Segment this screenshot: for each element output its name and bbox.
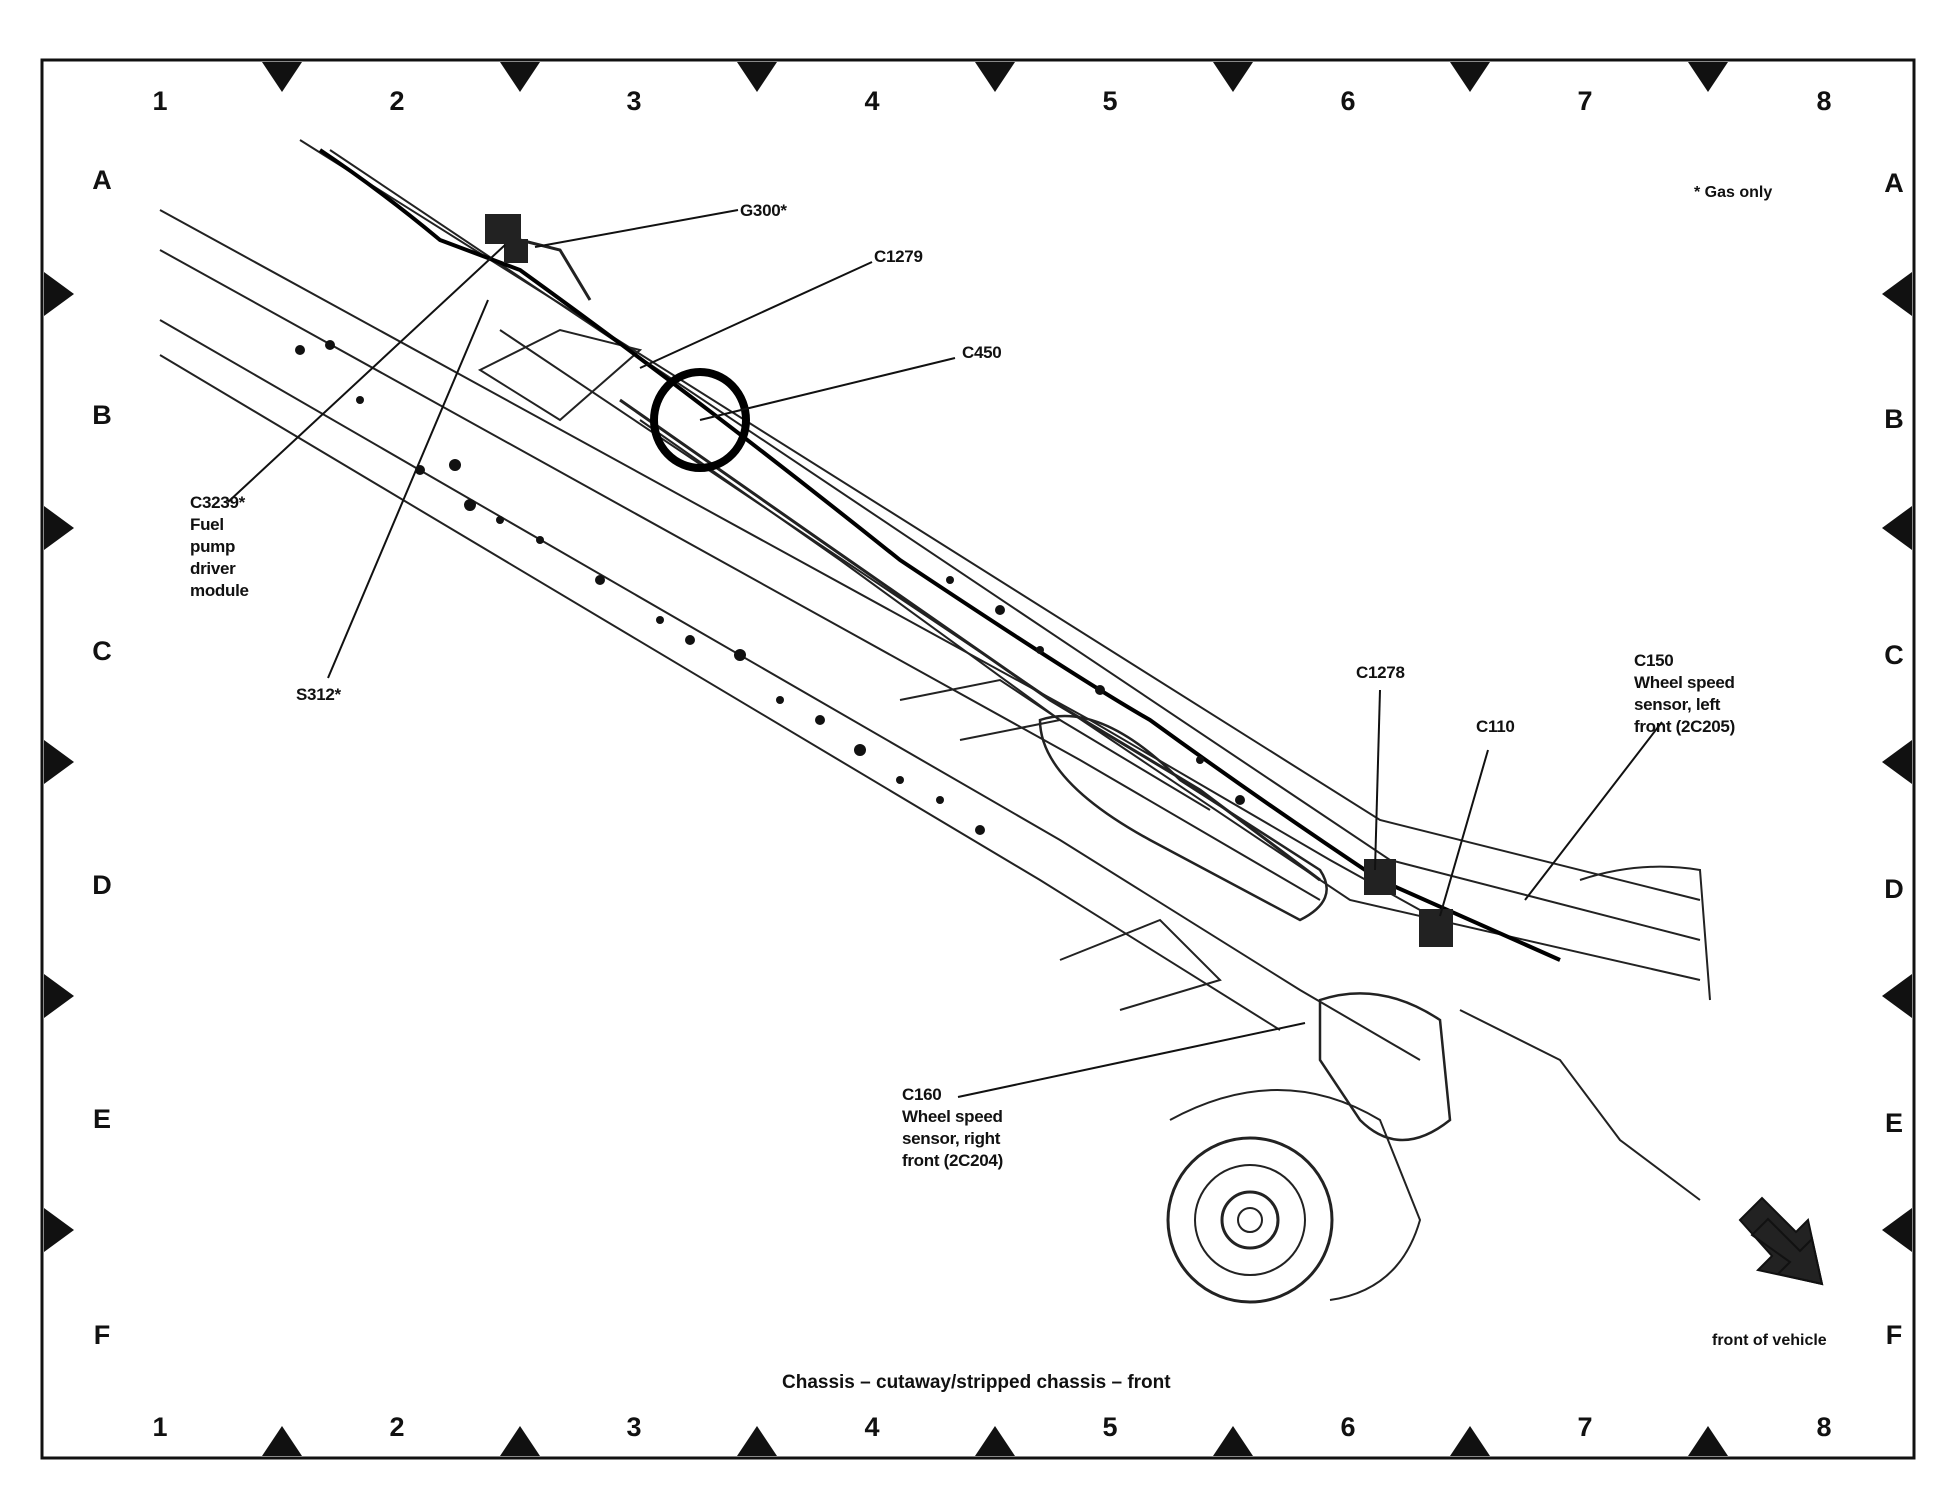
callout-c450: C450 <box>962 342 1002 364</box>
callout-c110-line: C110 <box>1476 717 1515 736</box>
column-label-top-6: 6 <box>1340 86 1356 116</box>
column-label-bottom-4: 4 <box>864 1412 880 1442</box>
leader-c450 <box>699 357 956 421</box>
bottom-grid-markers <box>262 1426 1728 1456</box>
column-label-top-3: 3 <box>626 86 642 116</box>
row-label-left-c: C <box>92 636 112 666</box>
callout-c150-line-4: front (2C205) <box>1634 717 1735 736</box>
column-label-bottom-1: 1 <box>152 1412 168 1442</box>
column-label-bottom-2: 2 <box>389 1412 405 1442</box>
column-label-top-5: 5 <box>1102 86 1118 116</box>
callout-s312: S312* <box>296 684 341 706</box>
row-label-right-a: A <box>1884 168 1904 198</box>
row-label-right-f: F <box>1885 1320 1903 1350</box>
diagram-caption: Chassis – cutaway/stripped chassis – fro… <box>782 1372 1171 1393</box>
leader-lines <box>227 209 1663 1098</box>
column-label-bottom-5: 5 <box>1102 1412 1118 1442</box>
row-label-right-c: C <box>1884 640 1904 670</box>
leader-c3239 <box>227 244 506 503</box>
chassis-illustration <box>159 139 1711 1304</box>
callout-c150-line-1: C150 <box>1634 651 1674 670</box>
callout-c160: C160 Wheel speed sensor, right front (2C… <box>902 1084 1003 1172</box>
diagram-frame <box>40 58 1916 1460</box>
top-grid-markers <box>262 62 1728 92</box>
row-label-left-a: A <box>92 165 112 195</box>
column-label-bottom-8: 8 <box>1816 1412 1832 1442</box>
column-label-top-1: 1 <box>152 86 168 116</box>
leader-c160 <box>957 1022 1306 1098</box>
row-label-right-b: B <box>1884 404 1904 434</box>
column-label-top-4: 4 <box>864 86 880 116</box>
row-label-right-d: D <box>1884 874 1904 904</box>
column-label-bottom-7: 7 <box>1577 1412 1593 1442</box>
connector-g300 <box>504 239 528 263</box>
row-label-left-d: D <box>92 870 112 900</box>
connector-c1278 <box>1364 859 1396 895</box>
callout-c3239-line-2: Fuel <box>190 515 224 534</box>
leader-g300 <box>534 209 739 248</box>
callout-g300: G300* <box>740 200 787 222</box>
row-label-left-b: B <box>92 400 112 430</box>
connector-c3239 <box>485 214 521 244</box>
callout-c1279-line: C1279 <box>874 247 923 266</box>
callout-s312-line: S312* <box>296 685 341 704</box>
leader-c110 <box>1439 749 1489 917</box>
right-grid-markers <box>1882 272 1912 1252</box>
leader-c1278 <box>1374 689 1381 871</box>
callout-c3239-line-1: C3239* <box>190 493 245 512</box>
callout-c160-line-2: Wheel speed <box>902 1107 1003 1126</box>
callout-g300-line: G300* <box>740 201 787 220</box>
column-label-top-2: 2 <box>389 86 405 116</box>
row-label-left-f: F <box>93 1320 111 1350</box>
callout-c1279: C1279 <box>874 246 923 268</box>
callout-c3239-line-4: driver <box>190 559 236 578</box>
callout-c110: C110 <box>1476 716 1515 738</box>
connector-c450 <box>650 368 750 472</box>
callout-c1278-line: C1278 <box>1356 663 1405 682</box>
exhaust-pipe <box>619 398 1321 882</box>
left-grid-markers <box>44 272 74 1252</box>
steering-knuckle <box>1318 992 1452 1142</box>
connector-c110 <box>1419 909 1453 947</box>
column-label-bottom-3: 3 <box>626 1412 642 1442</box>
gas-only-note: * Gas only <box>1694 184 1773 201</box>
column-label-bottom-6: 6 <box>1340 1412 1356 1442</box>
callout-c450-line: C450 <box>962 343 1002 362</box>
front-wheel-hub <box>1166 1089 1422 1304</box>
callout-c3239-line-5: module <box>190 581 249 600</box>
callout-c150-line-2: Wheel speed <box>1634 673 1735 692</box>
callout-c1278: C1278 <box>1356 662 1405 684</box>
callout-c3239-line-3: pump <box>190 537 236 556</box>
leader-s312 <box>327 299 489 679</box>
callout-c160-line-3: sensor, right <box>902 1129 1001 1148</box>
leader-c150 <box>1524 721 1663 901</box>
callout-c150-line-3: sensor, left <box>1634 695 1721 714</box>
callout-c150: C150 Wheel speed sensor, left front (2C2… <box>1634 650 1735 738</box>
wiring-harness <box>318 148 1561 962</box>
cross-member <box>477 328 643 422</box>
column-label-top-7: 7 <box>1577 86 1593 116</box>
leader-c1279 <box>639 261 873 369</box>
callout-c160-line-4: front (2C204) <box>902 1151 1003 1170</box>
catalytic-converter <box>1038 714 1328 922</box>
frame-holes <box>295 340 1245 835</box>
row-label-right-e: E <box>1884 1108 1903 1138</box>
callout-c3239: C3239* Fuel pump driver module <box>190 492 249 602</box>
left-frame-rail <box>159 209 1421 911</box>
front-of-vehicle-arrow-icon <box>1738 1196 1824 1286</box>
column-label-top-8: 8 <box>1816 86 1832 116</box>
front-of-vehicle-label: front of vehicle <box>1712 1332 1827 1349</box>
callout-c160-line-1: C160 <box>902 1085 942 1104</box>
row-label-left-e: E <box>92 1104 111 1134</box>
right-frame-rail <box>299 139 1701 901</box>
